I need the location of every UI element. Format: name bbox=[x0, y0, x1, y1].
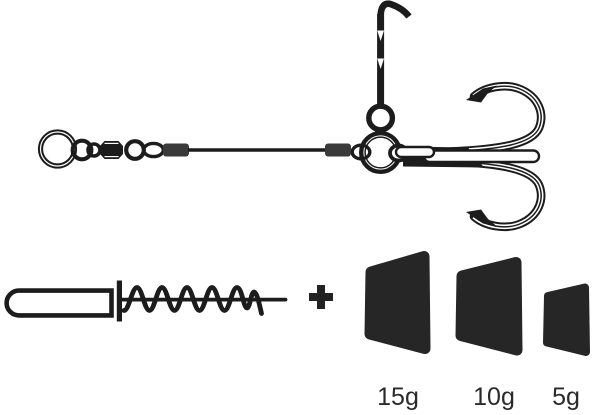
crimp-sleeve-left bbox=[163, 143, 189, 157]
bait-spike bbox=[366, 0, 412, 133]
spike-barb-1 bbox=[377, 30, 384, 41]
weight-5g bbox=[543, 283, 590, 356]
weight-label-10g: 10g bbox=[473, 383, 515, 411]
weight-label-15g: 15g bbox=[377, 383, 419, 411]
barrel-swivel bbox=[86, 139, 146, 161]
weight-label-5g: 5g bbox=[552, 383, 580, 411]
crimp-sleeve-right bbox=[325, 143, 351, 157]
hook-point-top bbox=[466, 85, 497, 103]
hook-point-bottom bbox=[466, 209, 497, 227]
split-ring-small bbox=[70, 138, 94, 162]
treble-hook-eye bbox=[388, 143, 436, 163]
weight-group bbox=[364, 251, 590, 356]
plus-icon bbox=[309, 285, 333, 309]
weight-15g bbox=[364, 251, 431, 354]
pigtail-screw bbox=[4, 280, 288, 322]
leader-assembly bbox=[37, 129, 372, 169]
spike-barb-2 bbox=[377, 58, 384, 69]
hook-middle-shank bbox=[422, 149, 541, 164]
screw-snap-body bbox=[4, 288, 114, 318]
wire-loop-left bbox=[141, 141, 165, 159]
screw-stop-bar bbox=[116, 280, 122, 322]
snap-ring bbox=[37, 129, 78, 169]
screw-spiral bbox=[121, 285, 264, 316]
weight-10g bbox=[455, 257, 523, 356]
